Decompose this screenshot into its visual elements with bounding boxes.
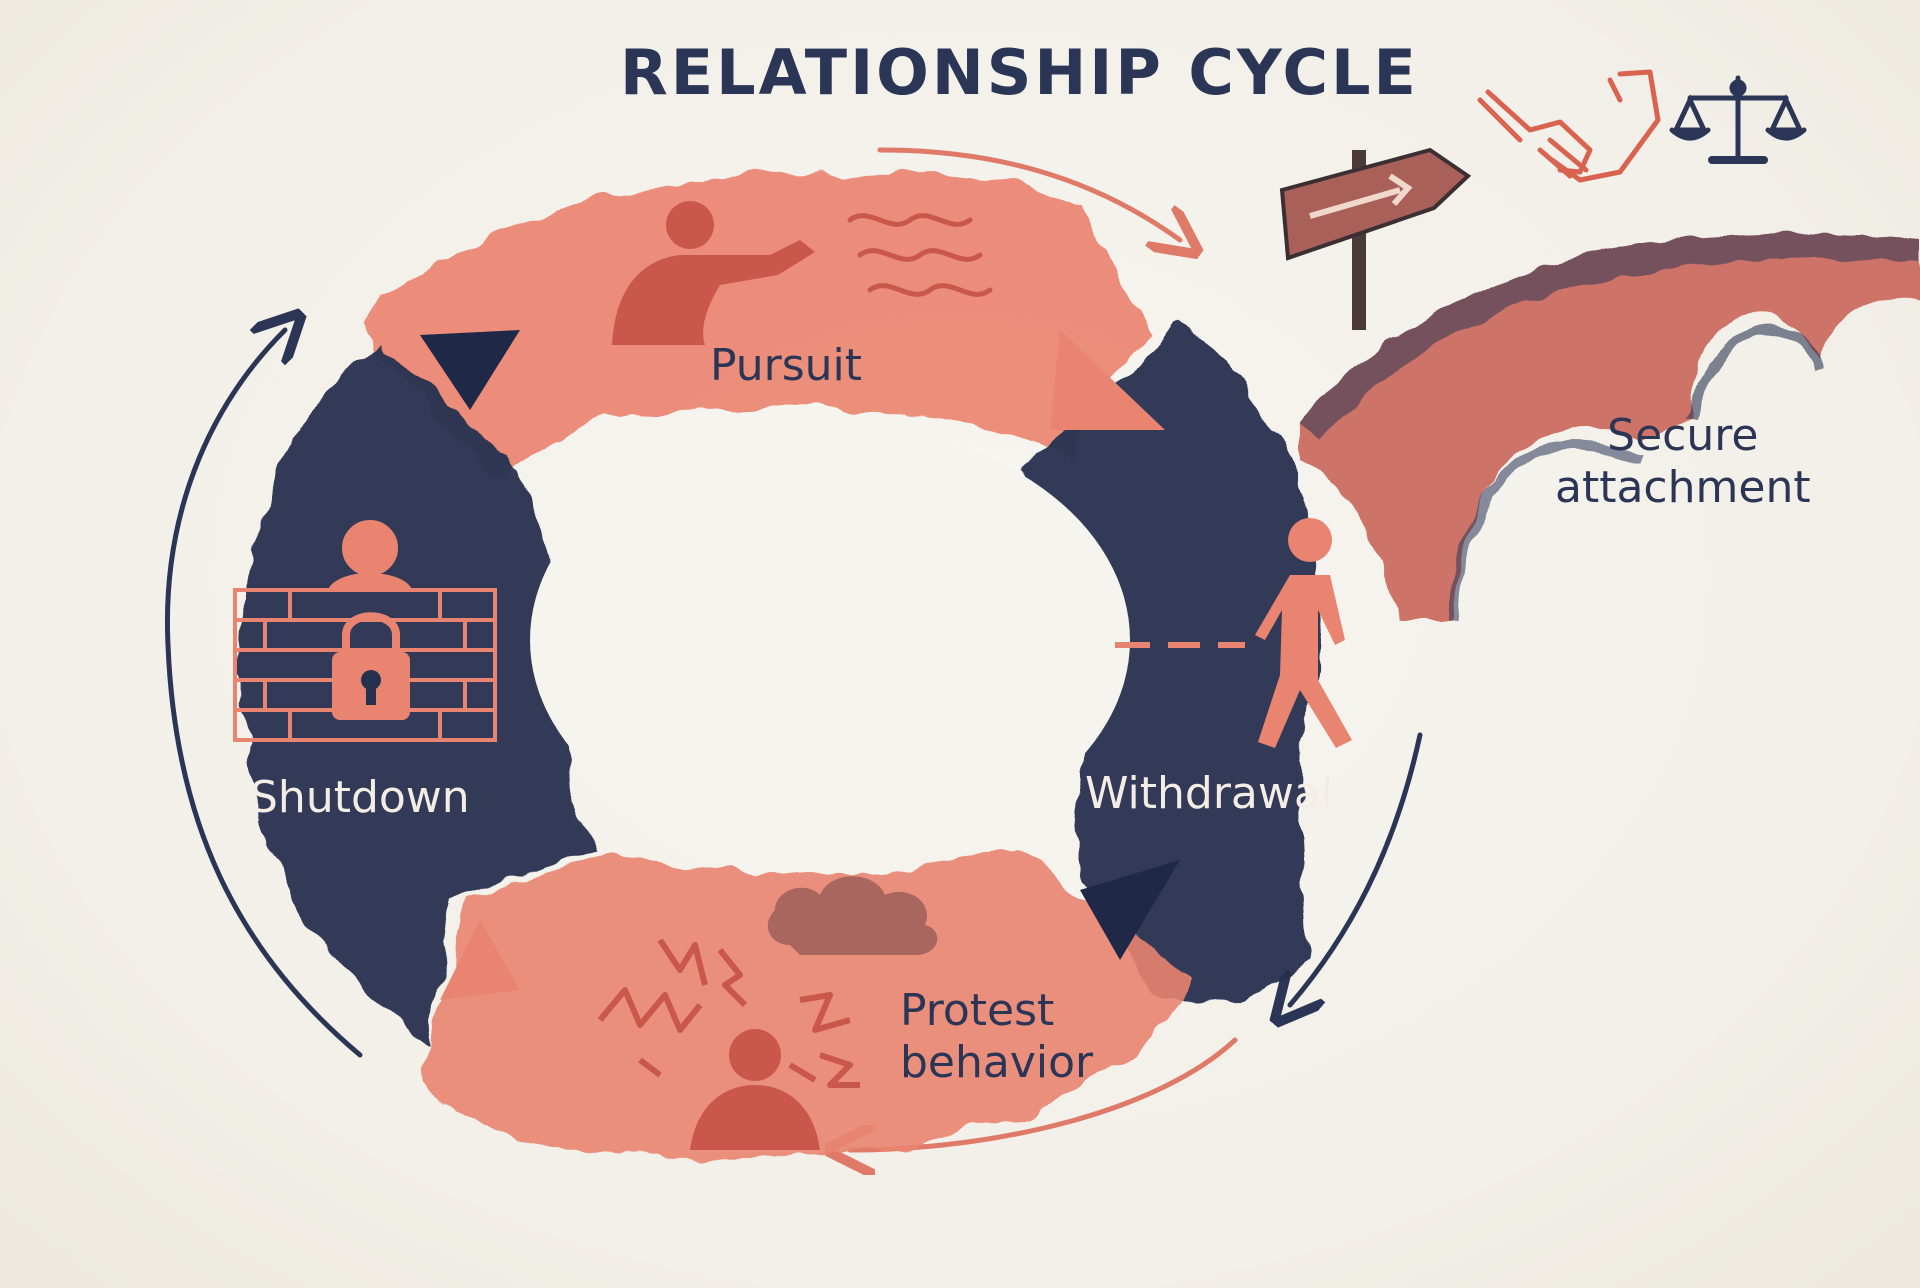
diagram-title: RELATIONSHIP CYCLE xyxy=(620,36,1419,109)
pursuit-figure-icon xyxy=(612,201,815,345)
padlock-icon xyxy=(332,612,410,720)
exit-label-secure-attachment: Secure attachment xyxy=(1555,410,1811,514)
stage-label-shutdown: Shutdown xyxy=(250,772,470,823)
walking-figure-icon xyxy=(1255,518,1352,748)
protest-line-1: Protest xyxy=(900,985,1055,1036)
wave-lines-icon xyxy=(847,213,993,297)
withdrawal-band xyxy=(1020,320,1321,1002)
pursuit-band xyxy=(360,172,1150,480)
handshake-icon xyxy=(1477,69,1661,183)
secure-line-2: attachment xyxy=(1555,461,1811,513)
stage-label-pursuit: Pursuit xyxy=(710,340,863,391)
shutdown-band xyxy=(240,340,600,1040)
cycle-center xyxy=(530,425,1130,855)
signpost-arrow-icon xyxy=(1279,147,1472,330)
protest-figure-icon xyxy=(690,1029,820,1150)
band-arrowheads xyxy=(420,330,1180,1000)
lightning-bolt-icon xyxy=(597,938,860,1088)
protest-band xyxy=(420,850,1200,1161)
balance-scale-icon xyxy=(1669,75,1807,164)
secure-line-1: Secure xyxy=(1607,410,1759,461)
stage-label-protest: Protest behavior xyxy=(900,985,1093,1089)
storm-cloud-icon xyxy=(767,876,938,955)
outer-cycle-arrows xyxy=(164,147,1423,1150)
bridge xyxy=(1300,233,1920,621)
stage-label-withdrawal: Withdrawal xyxy=(1085,768,1334,819)
protest-line-2: behavior xyxy=(900,1036,1094,1088)
